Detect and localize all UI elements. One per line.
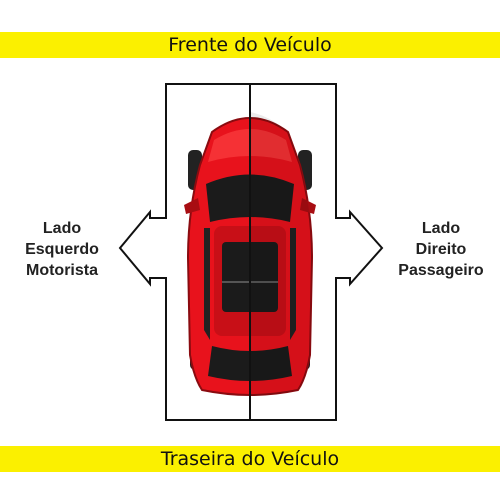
right-side-line-3: Passageiro — [398, 262, 484, 279]
left-side-line-2: Esquerdo — [25, 241, 99, 258]
left-side-line-1: Lado — [42, 220, 82, 237]
right-side-label: Lado Direito Passageiro — [376, 218, 500, 281]
front-of-vehicle-banner: Frente do Veículo — [0, 32, 500, 58]
front-of-vehicle-label: Frente do Veículo — [168, 34, 332, 56]
arrow-left-icon — [118, 83, 250, 421]
arrow-right-icon — [250, 83, 384, 421]
rear-of-vehicle-banner: Traseira do Veículo — [0, 446, 500, 472]
left-side-line-3: Motorista — [26, 262, 98, 279]
right-side-line-1: Lado — [421, 220, 461, 237]
rear-of-vehicle-label: Traseira do Veículo — [160, 448, 340, 470]
left-side-label: Lado Esquerdo Motorista — [0, 218, 127, 281]
right-side-line-2: Direito — [415, 241, 467, 258]
